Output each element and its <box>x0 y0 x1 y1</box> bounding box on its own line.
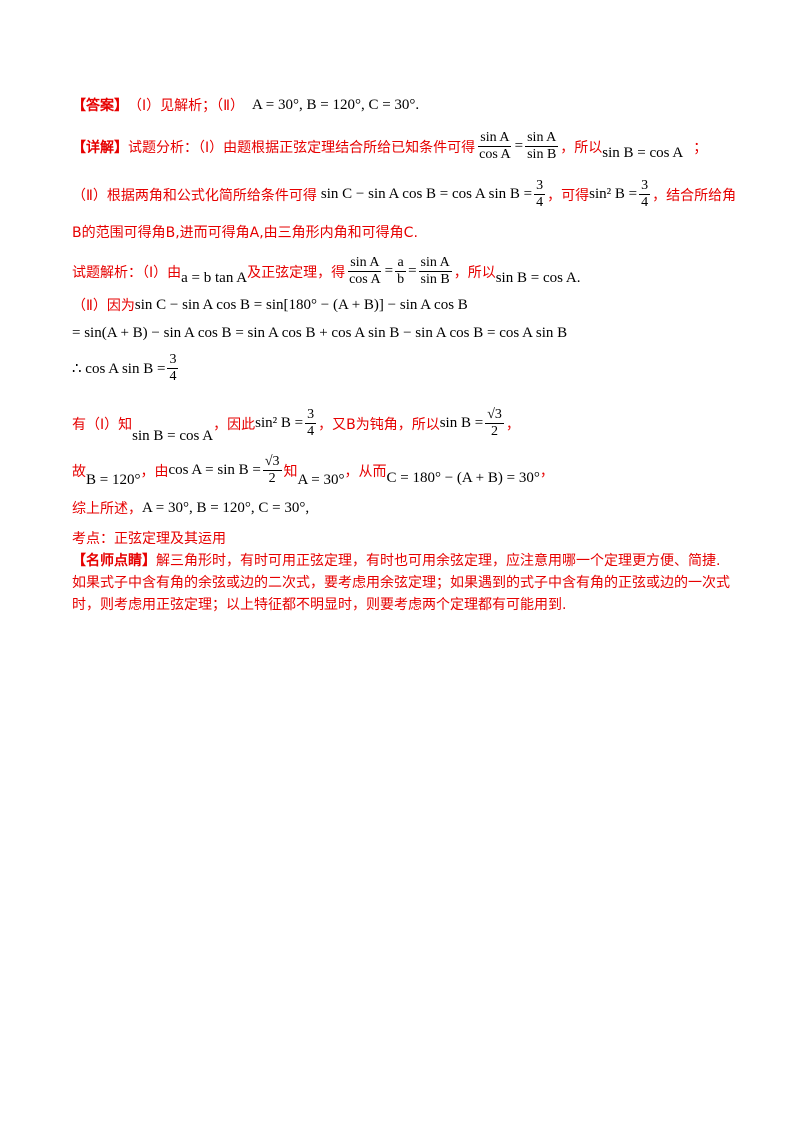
part2-line2: B的范围可得角B,进而可得角A,由三角形内角和可得角C. <box>72 222 418 242</box>
summary-m1: A = 30°, B = 120°, C = 30°, <box>142 499 310 516</box>
solution-math2: sin B = cos A. <box>495 270 581 286</box>
answer-label: 【答案】 <box>72 98 128 114</box>
fraction-numerator: 3 <box>167 352 179 369</box>
conclusion2-m2: cos A = sin B = <box>168 462 261 478</box>
fraction-denominator: b <box>397 272 405 287</box>
fraction: sin A sin B <box>418 255 452 288</box>
fraction-denominator: sin B <box>420 272 450 287</box>
fraction-denominator: sin B <box>527 147 557 162</box>
conclusion2-line: 故 B = 120° ，由 cos A = sin B = √3 2 知 A =… <box>72 452 554 489</box>
p2s-line1-math: sin C − sin A cos B = sin[180° − (A + B)… <box>134 296 468 313</box>
part2-math1: sin C − sin A cos B = cos A sin B = <box>320 186 533 202</box>
detail-intro: 试题分析：（Ⅰ）由题根据正弦定理结合所给已知条件可得 <box>128 139 476 156</box>
kaodian-line: 考点：正弦定理及其运用 <box>72 528 226 548</box>
fraction-numerator: √3 <box>485 407 504 424</box>
conclusion-t4: ， <box>505 416 520 433</box>
conclusion-m2: sin² B = <box>255 415 304 431</box>
fraction: 3 4 <box>167 352 179 385</box>
fraction-numerator: 3 <box>305 407 317 424</box>
detail-label: 【详解】 <box>72 139 128 156</box>
conclusion2-t5: ， <box>539 463 554 480</box>
fraction: 3 4 <box>639 178 651 211</box>
fraction-numerator: sin A <box>478 130 512 147</box>
kaodian-text: 考点：正弦定理及其运用 <box>72 531 226 547</box>
conclusion-line: 有（Ⅰ）知 sin B = cos A ，因此 sin² B = 3 4 ，又B… <box>72 402 520 445</box>
tips-text: 解三角形时，有时可用正弦定理，有时也可用余弦定理，应注意用哪一个定理更方便、简捷… <box>72 553 730 613</box>
conclusion-m3: sin B = <box>439 415 484 431</box>
conclusion2-t2: ，由 <box>140 463 169 480</box>
tips-label: 【名师点睛】 <box>72 553 156 569</box>
fraction: sin A cos A <box>477 130 513 163</box>
fraction: sin A sin B <box>525 130 559 163</box>
fraction-numerator: sin A <box>348 255 382 272</box>
part2-text3: ，结合所给角 <box>652 187 737 204</box>
conclusion2-m4: C = 180° − (A + B) = 30° <box>386 470 540 486</box>
conclusion-t2: ，因此 <box>213 416 256 433</box>
summary-t1: 综上所述， <box>72 501 142 517</box>
fraction: √3 2 <box>262 454 282 487</box>
fraction-denominator: 4 <box>641 195 649 210</box>
detail-end: ； <box>693 139 708 156</box>
detail-result: sin B = cos A <box>602 145 684 161</box>
p2s-line3: ∴ cos A sin B = 3 4 <box>72 352 180 385</box>
p2s-label: （Ⅱ）因为 <box>72 298 135 314</box>
conclusion-t3: ，又B为钝角，所以 <box>318 416 440 433</box>
conclusion-m1: sin B = cos A <box>132 428 214 444</box>
fraction-denominator: 4 <box>169 369 177 384</box>
fraction-numerator: a <box>395 255 406 272</box>
solution-text1: 及正弦定理，得 <box>247 264 346 281</box>
answer-line: 【答案】 （Ⅰ）见解析；（Ⅱ） A = 30°, B = 120°, C = 3… <box>72 95 419 115</box>
solution-text2: ，所以 <box>453 264 496 281</box>
conclusion2-m1: B = 120° <box>86 472 141 488</box>
fraction-numerator: sin A <box>418 255 452 272</box>
detail-sep: ，所以 <box>560 139 603 156</box>
fraction-numerator: √3 <box>262 454 282 471</box>
part2-text2: ，可得 <box>547 187 590 204</box>
fraction-denominator: cos A <box>479 147 511 162</box>
fraction-denominator: cos A <box>349 272 381 287</box>
conclusion2-t3: 知 <box>283 463 298 480</box>
p2s-line2-math: = sin(A + B) − sin A cos B = sin A cos B… <box>72 325 568 341</box>
fraction-denominator: 4 <box>536 195 544 210</box>
conclusion2-t1: 故 <box>72 463 86 480</box>
solution-math1: a = b tan A <box>181 270 248 286</box>
p2s-line3-math: ∴ cos A sin B = <box>72 361 166 377</box>
answer-part1: （Ⅰ）见解析；（Ⅱ） <box>128 98 245 114</box>
fraction: √3 2 <box>485 407 504 440</box>
conclusion-t1: 有（Ⅰ）知 <box>72 416 133 433</box>
part2-text4: B的范围可得角B,进而可得角A,由三角形内角和可得角C. <box>72 225 418 241</box>
solution-label: 试题解析：（Ⅰ）由 <box>72 264 182 281</box>
part2-math2: sin² B = <box>589 186 638 202</box>
fraction: 3 4 <box>305 407 317 440</box>
fraction-denominator: 4 <box>307 424 315 439</box>
part2-line: （Ⅱ）根据两角和公式化简所给条件可得 sin C − sin A cos B =… <box>72 178 736 211</box>
answer-math: A = 30°, B = 120°, C = 30°. <box>252 96 420 113</box>
p2s-line2: = sin(A + B) − sin A cos B = sin A cos B… <box>72 325 567 342</box>
fraction: sin A cos A <box>347 255 383 288</box>
fraction-denominator: 2 <box>268 471 276 486</box>
solution-line: 试题解析：（Ⅰ）由 a = b tan A 及正弦定理，得 sin A cos … <box>72 255 581 288</box>
fraction-numerator: 3 <box>534 178 546 195</box>
fraction: a b <box>395 255 406 288</box>
summary-line: 综上所述， A = 30°, B = 120°, C = 30°, <box>72 498 309 518</box>
fraction-denominator: 2 <box>491 424 499 439</box>
p2s-line1: （Ⅱ）因为 sin C − sin A cos B = sin[180° − (… <box>72 295 468 315</box>
conclusion2-t4: ，从而 <box>344 463 387 480</box>
part2-text1: （Ⅱ）根据两角和公式化简所给条件可得 <box>72 187 317 204</box>
conclusion2-m3: A = 30° <box>297 472 345 488</box>
fraction: 3 4 <box>534 178 546 211</box>
fraction-numerator: sin A <box>525 130 559 147</box>
tips-paragraph: 【名师点睛】解三角形时，有时可用正弦定理，有时也可用余弦定理，应注意用哪一个定理… <box>72 550 732 616</box>
fraction-numerator: 3 <box>639 178 651 195</box>
detail-line: 【详解】 试题分析：（Ⅰ）由题根据正弦定理结合所给已知条件可得 sin A co… <box>72 130 708 163</box>
